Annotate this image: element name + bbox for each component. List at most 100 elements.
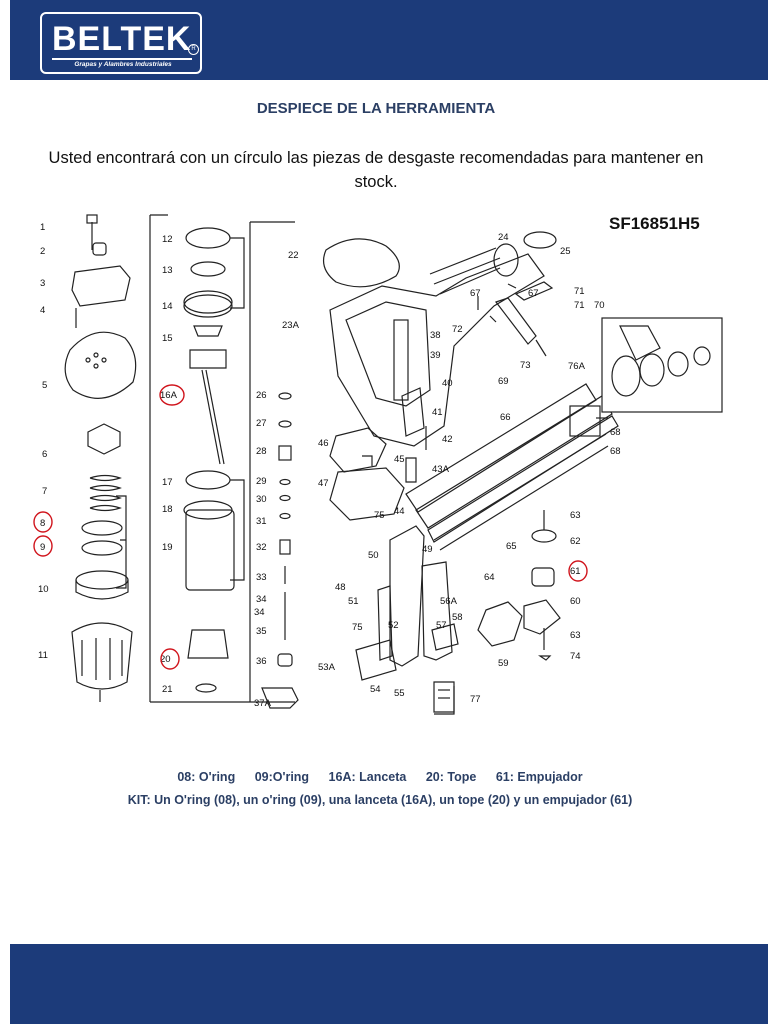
wear-part-circle	[568, 560, 588, 582]
part-label: 64	[484, 572, 495, 583]
part-label: 69	[498, 376, 509, 387]
part-label: 12	[162, 234, 173, 245]
part-label: 71	[574, 300, 585, 311]
part-label: 73	[520, 360, 531, 371]
part-label: 57	[436, 620, 447, 631]
logo-text: BELTEK	[52, 20, 192, 58]
footer-band	[10, 944, 768, 1024]
part-label: 21	[162, 684, 173, 695]
part-label: 67	[528, 288, 539, 299]
part-label: 77	[470, 694, 481, 705]
part-label: 4	[40, 305, 45, 316]
part-label: 66	[500, 412, 511, 423]
wear-part-circle	[33, 511, 53, 533]
wear-part-circle	[160, 648, 180, 670]
part-label: 27	[256, 418, 267, 429]
part-label: 72	[452, 324, 463, 335]
part-label: 22	[288, 250, 299, 261]
part-label: 74	[570, 651, 581, 662]
part-label: 53A	[318, 662, 336, 673]
part-label: 42	[442, 434, 453, 445]
part-label: 58	[452, 612, 463, 623]
legend-item-16a: 16A: Lanceta	[328, 770, 407, 784]
part-label: 18	[162, 504, 173, 515]
part-label: 1	[40, 222, 45, 233]
part-label: 17	[162, 477, 173, 488]
part-label: 49	[422, 544, 433, 555]
part-label: 5	[42, 380, 47, 391]
part-label: 2	[40, 246, 45, 257]
part-label: 41	[432, 407, 443, 418]
part-label: 37A	[254, 698, 272, 709]
part-label: 3	[40, 278, 45, 289]
part-label: 25	[560, 246, 571, 257]
part-label: 10	[38, 584, 49, 595]
part-label: 48	[335, 582, 346, 593]
part-label: 75	[374, 510, 385, 521]
header-band: BELTEK R Grapas y Alambres Industriales	[10, 0, 768, 80]
legend-line: 08: O'ring 09:O'ring 16A: Lanceta 20: To…	[0, 770, 760, 784]
part-label: 9	[40, 542, 45, 553]
registered-mark-icon: R	[188, 44, 199, 55]
part-label: 16A	[160, 390, 178, 401]
part-label: 70	[594, 300, 605, 311]
part-label: 11	[38, 650, 48, 661]
part-label: 7	[42, 486, 47, 497]
part-label: 76A	[568, 361, 586, 372]
part-label: 54	[370, 684, 381, 695]
part-label: 47	[318, 478, 329, 489]
part-label: 26	[256, 390, 267, 401]
part-label: 50	[368, 550, 379, 561]
part-label: 20	[160, 654, 171, 665]
part-label: 40	[442, 378, 453, 389]
part-label: 56A	[440, 596, 458, 607]
part-label: 15	[162, 333, 173, 344]
part-label: 24	[498, 232, 509, 243]
part-label: 38	[430, 330, 441, 341]
part-label: 6	[42, 449, 47, 460]
part-label: 65	[506, 541, 517, 552]
kit-description: KIT: Un O'ring (08), un o'ring (09), una…	[127, 793, 633, 807]
part-label: 59	[498, 658, 509, 669]
part-label: 34	[254, 607, 265, 618]
part-label: 60	[570, 596, 581, 607]
part-label: 33	[256, 572, 267, 583]
part-label: 34	[256, 594, 267, 605]
part-label: 8	[40, 518, 45, 529]
part-label: 46	[318, 438, 329, 449]
exploded-parts-diagram: 12345678910111213141516A17181920212223A2…	[33, 214, 723, 715]
part-label: 75	[352, 622, 363, 633]
part-label: 51	[348, 596, 359, 607]
legend-item-61: 61: Empujador	[495, 770, 583, 784]
part-label: 68	[610, 427, 621, 438]
part-label: 39	[430, 350, 441, 361]
part-label: 30	[256, 494, 267, 505]
legend-item-20: 20: Tope	[425, 770, 477, 784]
part-label: 14	[162, 301, 173, 312]
logo-underline	[52, 58, 192, 60]
part-label: 29	[256, 476, 267, 487]
part-label: 67	[470, 288, 481, 299]
part-label: 32	[256, 542, 267, 553]
part-label: 63	[570, 630, 581, 641]
intro-text: Usted encontrará con un círculo las piez…	[48, 149, 704, 191]
part-label: 55	[394, 688, 405, 699]
part-label: 45	[394, 454, 405, 465]
part-label: 28	[256, 446, 267, 457]
beltek-logo: BELTEK R Grapas y Alambres Industriales	[40, 12, 202, 74]
page-title: DESPIECE DE LA HERRAMIENTA	[256, 100, 496, 117]
legend-item-08: 08: O'ring	[177, 770, 236, 784]
logo-tagline: Grapas y Alambres Industriales	[74, 61, 172, 68]
part-label: 44	[394, 506, 405, 517]
part-label: 19	[162, 542, 173, 553]
part-label: 71	[574, 286, 585, 297]
wear-part-circle	[159, 384, 185, 406]
part-label: 35	[256, 626, 267, 637]
part-label: 62	[570, 536, 581, 547]
part-label: 63	[570, 510, 581, 521]
wear-part-circle	[33, 535, 53, 557]
part-label: 13	[162, 265, 173, 276]
part-label: 31	[256, 516, 267, 527]
part-label: 61	[570, 566, 581, 577]
legend-item-09: 09:O'ring	[254, 770, 310, 784]
